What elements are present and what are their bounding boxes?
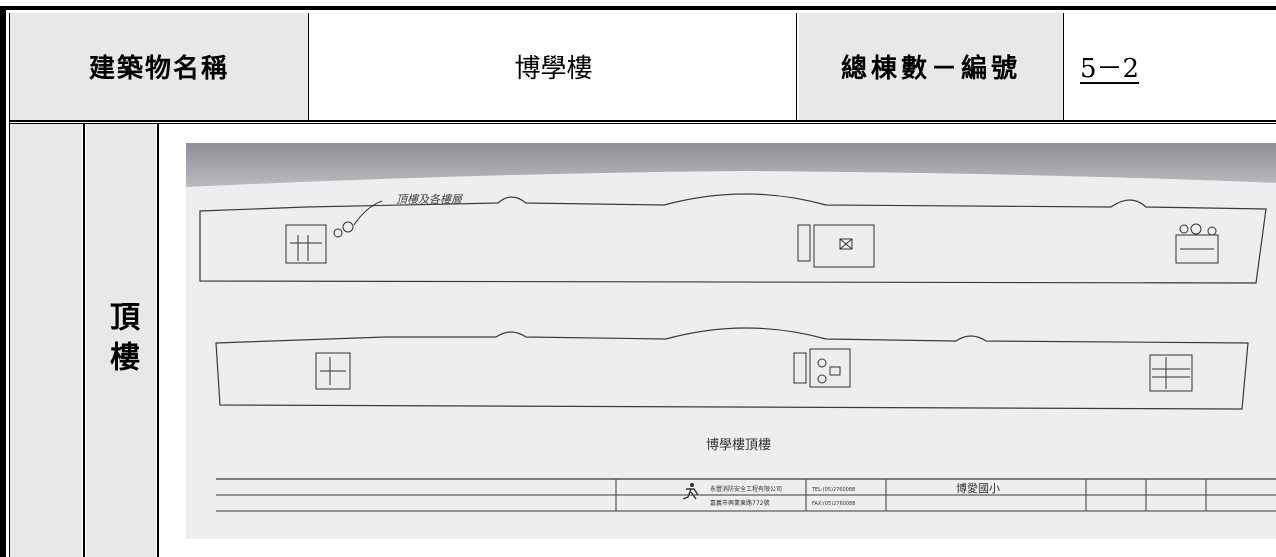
header-divider-2 xyxy=(796,13,797,120)
body-divider-2 xyxy=(157,124,159,557)
handwritten-note: 頂樓及各樓層 xyxy=(396,193,463,206)
company-fax: FAX:(05)2760088 xyxy=(812,501,855,507)
header-bottom-line xyxy=(10,120,1276,122)
building-name-label: 建築物名稱 xyxy=(10,13,308,120)
outer-border-left-inner xyxy=(9,13,10,557)
building-count-label: 總棟數－編號 xyxy=(799,13,1063,120)
section-label: 頂樓 xyxy=(104,300,139,381)
outer-border-top xyxy=(0,6,1276,10)
company-address: 嘉義市興業東路772號 xyxy=(710,499,769,507)
rooftop-drawing-photo: 頂樓及各樓層 博學樓頂樓 永豐消防安全工程有限公司 嘉義市興業東路772號 TE… xyxy=(186,143,1276,539)
building-count-value: 5－2 xyxy=(1080,54,1140,84)
project-name: 博愛國小 xyxy=(956,482,1000,495)
company-name: 永豐消防安全工程有限公司 xyxy=(710,485,782,493)
header-row: 建築物名稱 博學樓 總棟數－編號 5－2 xyxy=(10,13,1276,120)
header-divider-3 xyxy=(1063,13,1064,120)
section-label-cell: 頂樓 xyxy=(86,124,156,557)
building-count-cell: 5－2 xyxy=(1066,13,1276,120)
building-name-value: 博學樓 xyxy=(514,54,593,84)
header-divider-1 xyxy=(308,13,309,120)
company-phone: TEL:(05)2760088 xyxy=(811,487,855,493)
drawing-illustration: 頂樓及各樓層 博學樓頂樓 永豐消防安全工程有限公司 嘉義市興業東路772號 TE… xyxy=(186,171,1276,539)
outer-border-left xyxy=(0,6,6,557)
drawing-title: 博學樓頂樓 xyxy=(706,438,771,453)
header-bottom-line-inner xyxy=(10,123,1276,124)
margin-column xyxy=(10,124,82,557)
body-divider-1 xyxy=(83,124,85,557)
exit-runner-icon xyxy=(682,483,699,500)
